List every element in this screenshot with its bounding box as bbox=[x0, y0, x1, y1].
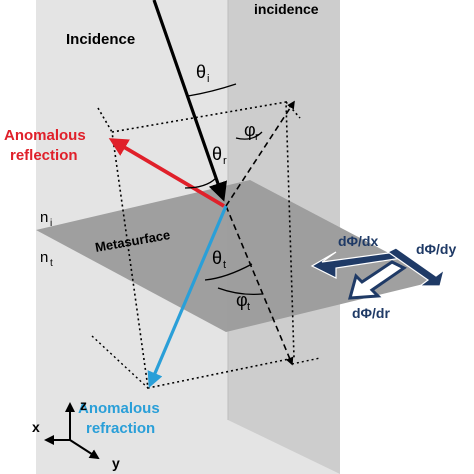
svg-text:n: n bbox=[40, 209, 48, 226]
phi-r-label: φ r bbox=[244, 120, 259, 143]
svg-text:r: r bbox=[255, 131, 259, 143]
phase-gradient-arrows bbox=[310, 247, 445, 300]
anomalous-reflection-label-line1: Anomalous bbox=[4, 127, 86, 144]
svg-text:t: t bbox=[247, 301, 250, 313]
svg-text:r: r bbox=[223, 155, 227, 167]
axis-y-label: y bbox=[112, 455, 120, 471]
anomalous-refraction-label-line2: refraction bbox=[86, 420, 155, 437]
incidence-plane-label: incidence bbox=[254, 1, 319, 17]
theta-r-arc bbox=[184, 177, 217, 189]
theta-t-arc bbox=[204, 263, 253, 281]
theta-r-label: θ r bbox=[212, 144, 227, 167]
n-i-label: n i bbox=[40, 209, 52, 229]
svg-text:i: i bbox=[50, 218, 52, 229]
grad-r-label: dΦ/dr bbox=[352, 305, 390, 321]
theta-t-label: θ t bbox=[212, 248, 226, 271]
anomalous-refraction-ray bbox=[147, 205, 228, 388]
anomalous-reflection-label-line2: reflection bbox=[10, 147, 78, 164]
anomalous-refraction-label-line1: Anomalous bbox=[78, 400, 160, 417]
svg-text:n: n bbox=[40, 249, 48, 266]
normal-lines bbox=[225, 100, 295, 366]
grad-r-arrow bbox=[347, 260, 407, 300]
theta-i-arc bbox=[187, 83, 237, 97]
incidence-ray bbox=[152, 0, 228, 202]
metasurface-plane bbox=[36, 180, 440, 332]
svg-text:θ: θ bbox=[212, 248, 222, 268]
grad-x-label: dΦ/dx bbox=[338, 233, 378, 249]
incidence-ray-label: Incidence bbox=[66, 31, 135, 48]
svg-text:φ: φ bbox=[244, 120, 256, 140]
grad-y-arrow bbox=[386, 247, 445, 287]
svg-text:φ: φ bbox=[236, 290, 248, 310]
angle-arcs bbox=[184, 83, 263, 296]
axis-x-label: x bbox=[32, 419, 40, 435]
svg-text:θ: θ bbox=[196, 62, 206, 82]
svg-text:t: t bbox=[50, 258, 53, 269]
n-t-label: n t bbox=[40, 249, 53, 269]
coordinate-axes bbox=[44, 402, 100, 460]
phi-r-arc bbox=[235, 131, 263, 140]
phi-t-label: φ t bbox=[236, 290, 250, 313]
anomalous-reflection-ray bbox=[108, 138, 225, 208]
svg-text:θ: θ bbox=[212, 144, 222, 164]
theta-i-label: θ i bbox=[196, 62, 209, 85]
axis-y bbox=[69, 439, 100, 460]
dotted-reference-box bbox=[97, 101, 301, 389]
svg-text:t: t bbox=[223, 259, 226, 271]
grad-y-label: dΦ/dy bbox=[416, 241, 456, 257]
phi-t-arc bbox=[217, 287, 263, 296]
axis-z-label: z bbox=[80, 397, 87, 413]
svg-text:i: i bbox=[207, 73, 209, 85]
